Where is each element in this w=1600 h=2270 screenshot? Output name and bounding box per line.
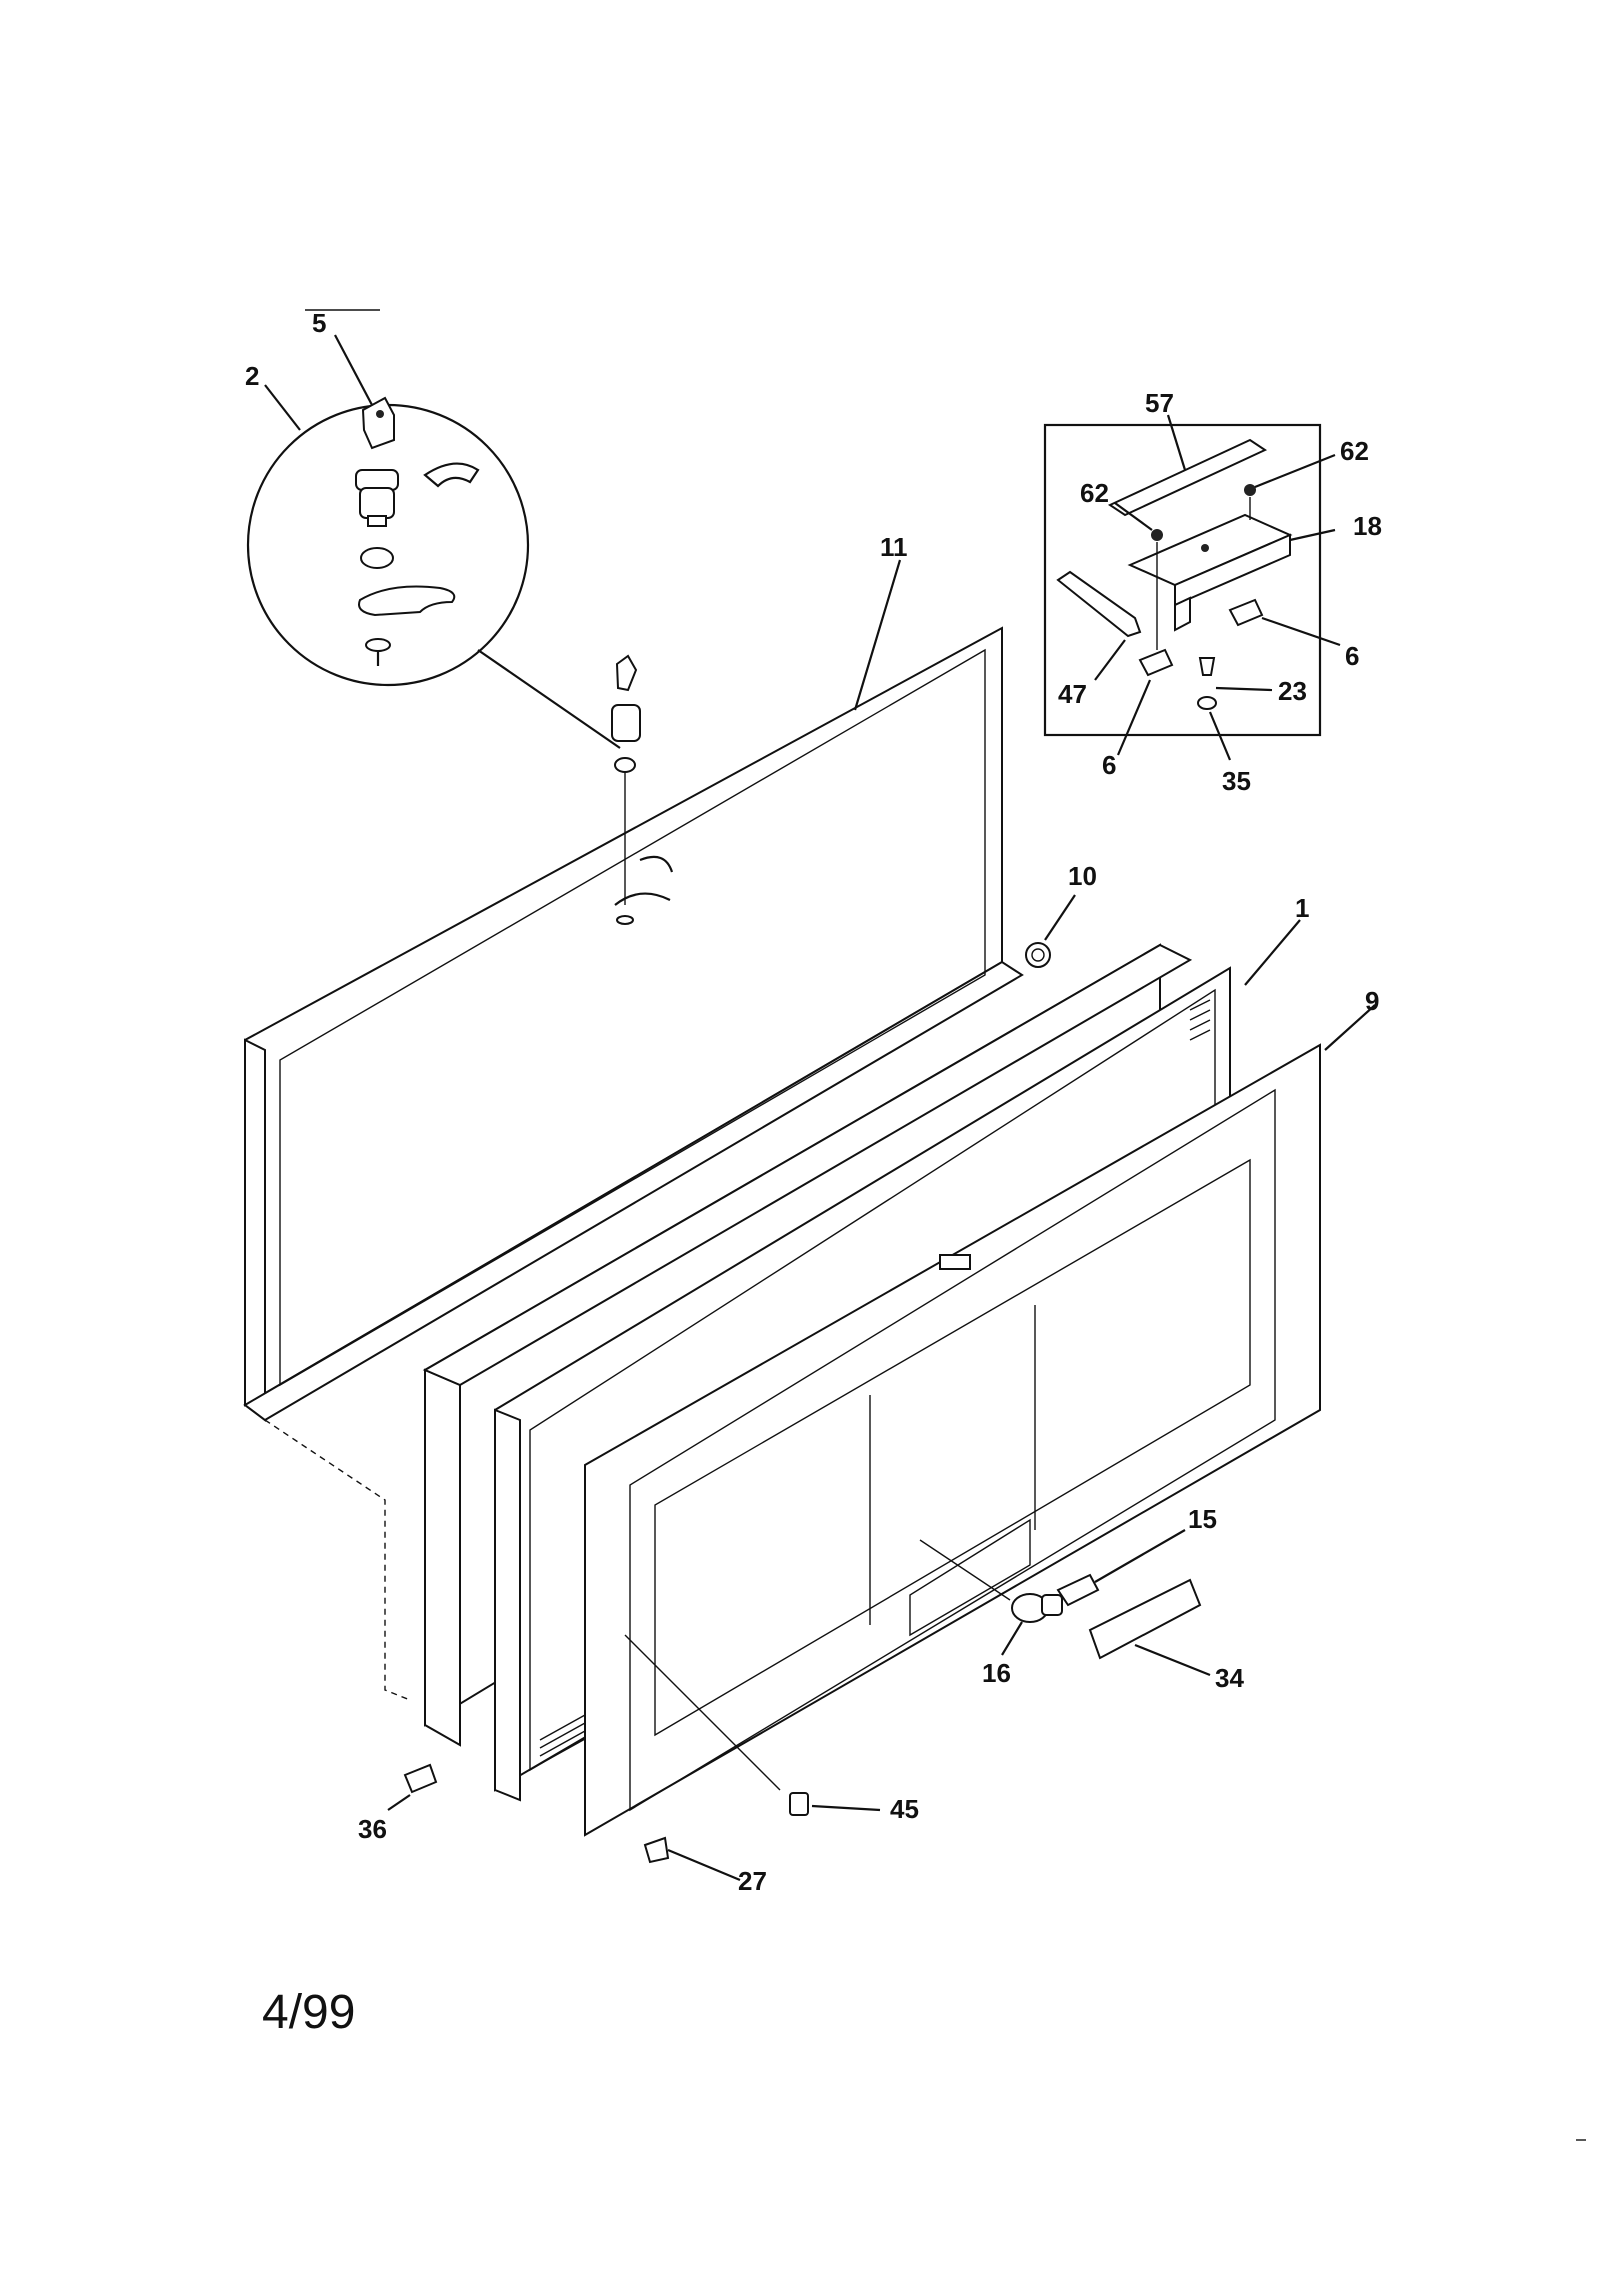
- lid-frame-bottom: [243, 960, 1024, 1422]
- callout-10: 10: [1068, 861, 1097, 891]
- callout-57: 57: [1145, 388, 1174, 418]
- leader-10: [1044, 894, 1076, 941]
- leader-2: [264, 384, 301, 431]
- leader-11: [853, 559, 902, 711]
- lid-frame-inner: [279, 648, 986, 1387]
- callout-62-left: 62: [1080, 478, 1109, 508]
- callout-47: 47: [1058, 679, 1087, 709]
- screw-62-right: [1244, 484, 1256, 496]
- key-hole: [376, 410, 384, 418]
- callout-2: 2: [245, 361, 259, 391]
- screw-23: [1198, 657, 1216, 676]
- callout-labels: 5 2 11 57 62 62 18 47 6 6 23 35 10 1 9 1…: [245, 308, 1382, 1896]
- detail-leader: [477, 649, 621, 749]
- detail-box: [1043, 423, 1322, 737]
- liner-side: [494, 1408, 521, 1802]
- lid-lock-cylinder: [611, 704, 641, 742]
- callout-15: 15: [1188, 1504, 1217, 1534]
- leader-15: [1094, 1529, 1186, 1583]
- leader-47: [1094, 639, 1126, 681]
- liner-vent: [539, 999, 1211, 1765]
- callout-34: 34: [1215, 1663, 1244, 1693]
- lid-screw: [616, 915, 634, 925]
- hinge-arm: [1056, 570, 1142, 638]
- lock-assembly-detail: [246, 309, 621, 749]
- clip-6-left: [1138, 648, 1174, 677]
- hinge-hole: [1201, 544, 1209, 552]
- callout-45: 45: [890, 1794, 919, 1824]
- leader-9: [1324, 1004, 1376, 1051]
- outer-door-panel: [584, 1004, 1376, 1837]
- lock-cylinder-base: [367, 515, 387, 527]
- callout-36: 36: [358, 1814, 387, 1844]
- leader-34: [1134, 1643, 1211, 1677]
- callout-6-left: 6: [1102, 750, 1116, 780]
- plug-15: [1056, 1529, 1186, 1607]
- leader-1: [1244, 919, 1301, 986]
- leader-6a: [1116, 679, 1152, 756]
- leader-23: [1215, 686, 1273, 692]
- lid-cam: [614, 892, 671, 906]
- bumper-10: [1025, 894, 1076, 968]
- nameplate-34: [1088, 1578, 1211, 1677]
- key-icon: [361, 396, 395, 450]
- leader-62b: [1254, 453, 1336, 489]
- callout-5: 5: [312, 308, 326, 338]
- callout-35: 35: [1222, 766, 1251, 796]
- leader-18: [1289, 528, 1336, 542]
- washer-35: [1197, 696, 1217, 710]
- clip-36: [387, 1763, 438, 1811]
- insulation-top: [422, 943, 1193, 1387]
- screw-27: [643, 1836, 741, 1882]
- door-inner-border: [629, 1088, 1276, 1812]
- screw-62-left: [1151, 529, 1163, 541]
- lock-cylinder-body: [359, 487, 395, 519]
- callout-18: 18: [1353, 511, 1382, 541]
- o-ring: [360, 547, 394, 569]
- knob-16: [919, 1539, 1063, 1656]
- lid-o-ring: [614, 757, 636, 773]
- callout-16: 16: [982, 1658, 1011, 1688]
- date-code: 4/99: [262, 1986, 355, 2039]
- leader-35: [1208, 711, 1232, 761]
- lock-cam: [358, 585, 456, 617]
- leader-16: [1001, 1621, 1023, 1656]
- leader-5: [334, 334, 373, 406]
- lid-frame: [243, 559, 1024, 1422]
- leader-27: [667, 1848, 741, 1882]
- handle-recess: [909, 1518, 1031, 1637]
- clip-6-right: [1228, 598, 1264, 627]
- screw-head: [365, 638, 391, 652]
- callout-23: 23: [1278, 676, 1307, 706]
- lid-key: [615, 654, 638, 692]
- insulation-side: [424, 1368, 461, 1747]
- hinge-detail-box: [1043, 414, 1341, 761]
- callout-11: 11: [880, 532, 908, 562]
- callout-62-right: 62: [1340, 436, 1369, 466]
- leader-6b: [1261, 616, 1341, 647]
- hinge-leg: [1174, 596, 1191, 632]
- callout-6-right: 6: [1345, 641, 1359, 671]
- leader-62a: [1114, 502, 1153, 531]
- switch-45: [624, 1634, 881, 1816]
- leader-45: [811, 1804, 881, 1812]
- assembly-line-16: [919, 1539, 1011, 1601]
- leader-36: [387, 1794, 411, 1811]
- door-badge: [939, 1254, 971, 1270]
- lid-frame-side: [244, 1038, 266, 1422]
- adhesive-strip: [1107, 438, 1268, 517]
- callout-1: 1: [1295, 893, 1309, 923]
- assembly-line-45: [624, 1634, 781, 1791]
- door-face: [584, 1043, 1321, 1837]
- assembly-dash-left: [264, 1419, 411, 1701]
- door-window: [654, 1158, 1251, 1737]
- hinge-front: [1174, 533, 1291, 607]
- callout-9: 9: [1365, 986, 1379, 1016]
- callout-27: 27: [738, 1866, 767, 1896]
- lid-clip: [639, 855, 674, 873]
- leader-57: [1166, 414, 1187, 471]
- retaining-clip: [423, 462, 480, 488]
